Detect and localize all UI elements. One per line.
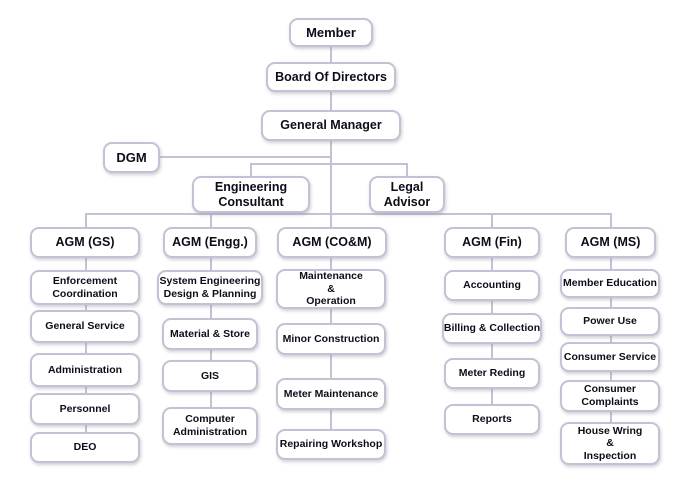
node-material-store: Material & Store [162, 318, 258, 350]
node-legal-advisor: Legal Advisor [369, 176, 445, 213]
node-member-education: Member Education [560, 269, 660, 298]
node-dgm: DGM [103, 142, 160, 173]
node-administration: Administration [30, 353, 140, 387]
node-meter-reding: Meter Reding [444, 358, 540, 389]
node-deo: DEO [30, 432, 140, 463]
node-gis: GIS [162, 360, 258, 392]
node-computer-administration: Computer Administration [162, 407, 258, 445]
node-enforcement-coordination: Enforcement Coordination [30, 270, 140, 305]
connector-agm-gs-stub [85, 213, 87, 229]
node-repairing-workshop: Repairing Workshop [276, 429, 386, 460]
connector-agm-horizontal [85, 213, 612, 215]
connector-dgm-horizontal [158, 156, 332, 158]
node-board-of-directors: Board Of Directors [266, 62, 396, 92]
node-personnel: Personnel [30, 393, 140, 425]
node-meter-maintenance: Meter Maintenance [276, 378, 386, 410]
node-agm-fin: AGM (Fin) [444, 227, 540, 258]
node-reports: Reports [444, 404, 540, 435]
node-accounting: Accounting [444, 270, 540, 301]
connector-advisors-horizontal [250, 163, 408, 165]
node-consumer-service: Consumer Service [560, 342, 660, 372]
node-general-manager: General Manager [261, 110, 401, 141]
connector-agm-ms-stub [610, 213, 612, 229]
node-engineering-consultant: Engineering Consultant [192, 176, 310, 213]
connector-agm-engg-stub [210, 213, 212, 229]
node-house-wring-inspection: House Wring & Inspection [560, 422, 660, 465]
node-power-use: Power Use [560, 307, 660, 336]
node-system-engineering-design-planning: System Engineering Design & Planning [157, 270, 263, 305]
node-member: Member [289, 18, 373, 47]
connector-agm-fin-stub [491, 213, 493, 229]
node-billing-collection: Billing & Collection [442, 313, 542, 344]
node-maintenance-operation: Maintenance & Operation [276, 269, 386, 309]
node-agm-gs: AGM (GS) [30, 227, 140, 258]
connector-engineering-consultant-stub [250, 163, 252, 178]
node-general-service: General Service [30, 310, 140, 343]
node-agm-com: AGM (CO&M) [277, 227, 387, 258]
connector-column-gs [85, 258, 87, 438]
node-agm-ms: AGM (MS) [565, 227, 656, 258]
node-agm-engg: AGM (Engg.) [163, 227, 257, 258]
node-consumer-complaints: Consumer Complaints [560, 380, 660, 412]
connector-legal-advisor-stub [406, 163, 408, 178]
node-minor-construction: Minor Construction [276, 323, 386, 355]
